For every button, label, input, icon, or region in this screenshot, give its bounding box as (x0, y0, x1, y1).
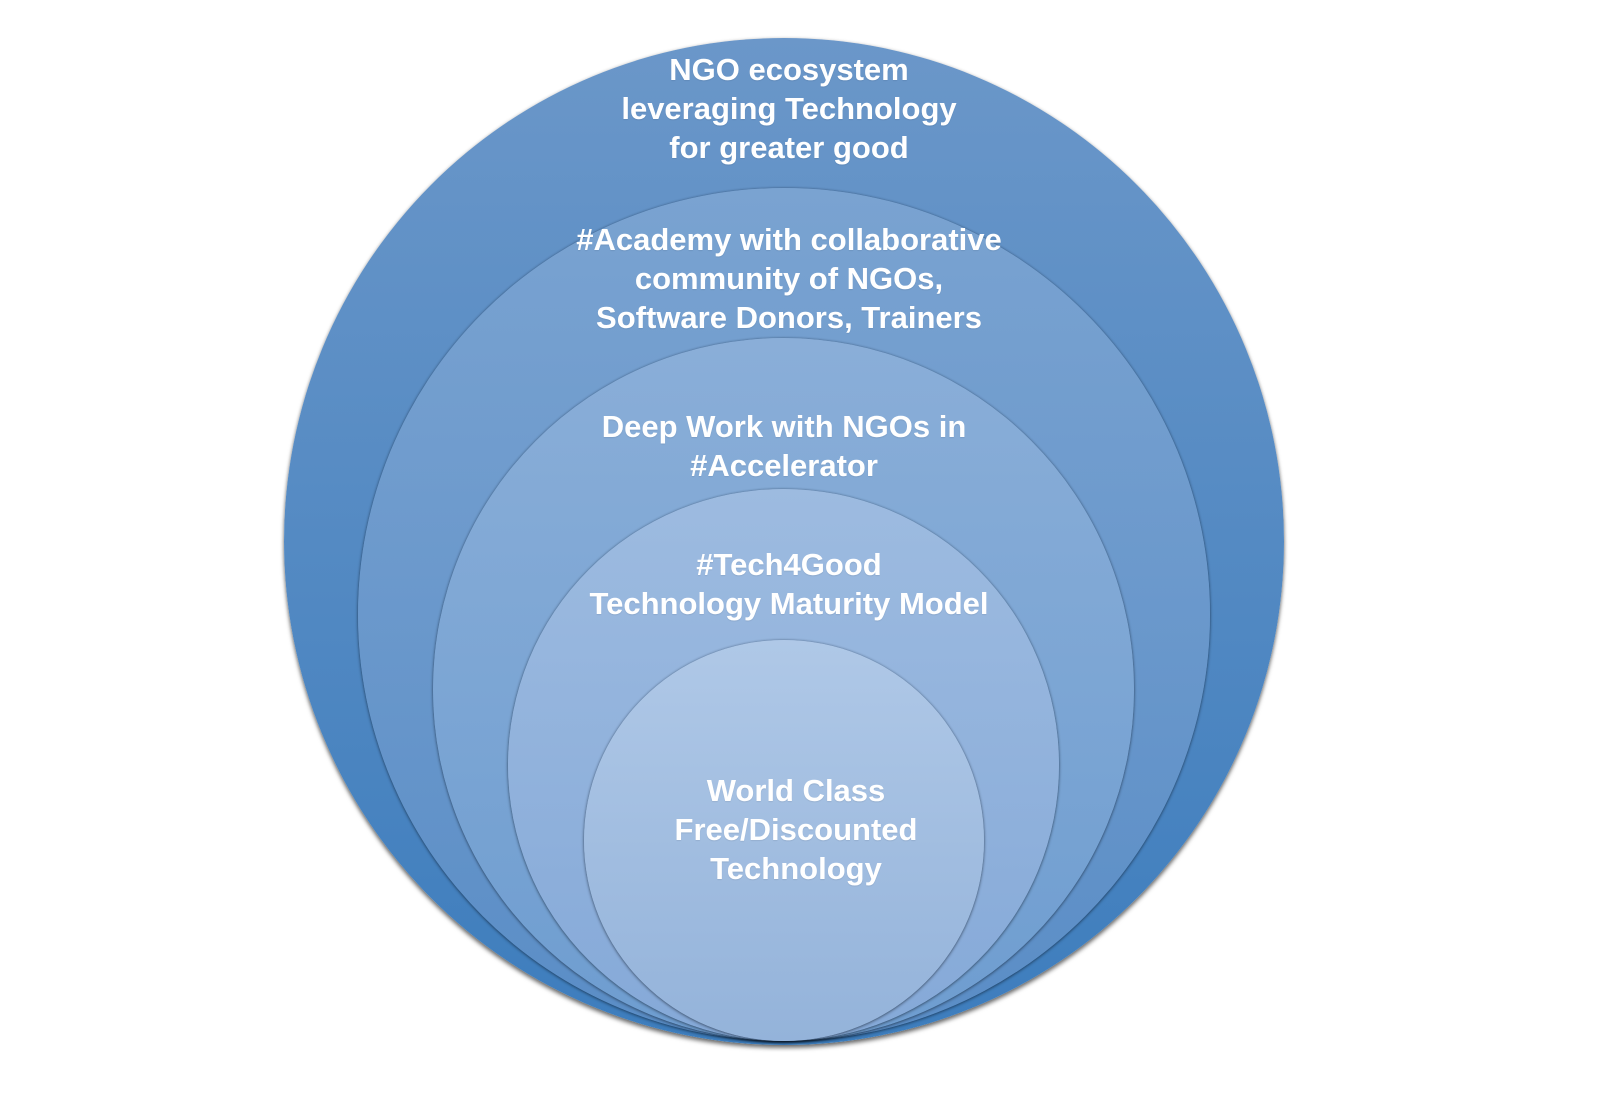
label-line: Free/Discounted (674, 812, 918, 847)
label-line: Technology Maturity Model (589, 586, 989, 621)
label-line: leveraging Technology (621, 91, 957, 126)
label-line: Deep Work with NGOs in (601, 409, 967, 444)
label-line: Technology (710, 851, 882, 886)
label-line: NGO ecosystem (669, 52, 909, 87)
label-line: for greater good (669, 130, 909, 165)
label-line: #Academy with collaborative (576, 222, 1002, 257)
label-ngo-ecosystem: NGO ecosystem leveraging Technology for … (621, 50, 956, 167)
label-maturity-model: #Tech4Good Technology Maturity Model (590, 545, 989, 623)
ring-free-technology (584, 640, 984, 1041)
label-academy: #Academy with collaborative community of… (576, 220, 1002, 337)
label-line: World Class (706, 773, 886, 808)
label-free-technology: World Class Free/Discounted Technology (675, 771, 918, 888)
label-accelerator: Deep Work with NGOs in #Accelerator (602, 407, 967, 485)
label-line: community of NGOs, (634, 261, 944, 296)
label-line: Software Donors, Trainers (596, 300, 982, 335)
label-line: #Tech4Good (696, 547, 882, 582)
label-line: #Accelerator (690, 448, 878, 483)
